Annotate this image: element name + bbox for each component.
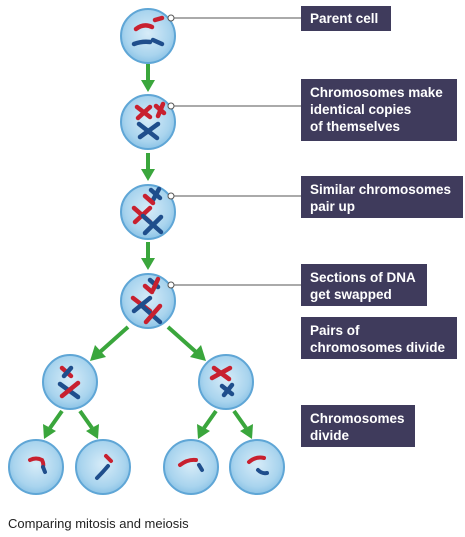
arrows (43, 64, 253, 439)
pointer-dot (167, 14, 175, 22)
chromosome-blue (142, 214, 164, 236)
chromosome-blue (61, 365, 74, 379)
cell-final-3 (163, 439, 219, 495)
chromosome-red (133, 23, 155, 32)
chromosome-blue (150, 186, 162, 203)
leader-lines (171, 17, 301, 286)
label-pair-up: Similar chromosomes pair up (301, 176, 463, 218)
chromosome-red (247, 455, 266, 464)
chromosome-red (211, 365, 232, 382)
label-chromosomes-divide: Chromosomes divide (301, 405, 415, 447)
chromosome-blue (137, 121, 161, 140)
arrow-leaf-1 (43, 409, 64, 439)
chromosome-blue (256, 468, 269, 476)
chromosome-blue (131, 39, 153, 47)
chromosome-blue (95, 464, 110, 480)
cell-pair-up (120, 184, 176, 240)
arrow-branch-left (90, 325, 130, 361)
cell-daughter-left (42, 354, 98, 410)
chromosome-red (104, 454, 113, 463)
chromosome-red (150, 276, 161, 293)
label-parent-cell: Parent cell (301, 6, 391, 31)
figure-caption: Comparing mitosis and meiosis (8, 516, 189, 531)
chromosome-red (59, 380, 81, 399)
label-pairs-divide: Pairs of chromosomes divide (301, 317, 457, 359)
cell-parent (120, 8, 176, 64)
chromosome-blue (221, 382, 235, 398)
arrow-leaf-2 (78, 409, 99, 439)
cell-daughter-right (198, 354, 254, 410)
label-identical-copies: Chromosomes make identical copies of the… (301, 79, 457, 141)
cell-final-4 (229, 439, 285, 495)
cell-copies (120, 94, 176, 150)
chromosome-red (142, 283, 155, 295)
chromosome-blue (197, 463, 204, 472)
chromosome-red (143, 303, 163, 325)
arrow-down-1 (141, 64, 155, 92)
cell-dna-swapped (120, 273, 176, 329)
chromosome-red (178, 457, 198, 467)
arrow-leaf-4 (232, 409, 253, 439)
chromosome-red (152, 15, 165, 23)
chromosome-red (155, 101, 166, 119)
chromosome-red (135, 104, 153, 121)
pointer-dot (167, 102, 175, 110)
arrow-down-3 (141, 242, 155, 270)
pointer-dot (167, 281, 175, 289)
label-dna-swapped: Sections of DNA get swapped (301, 264, 427, 306)
arrow-down-2 (141, 153, 155, 181)
chromosome-red (142, 193, 156, 206)
cell-final-1 (8, 439, 64, 495)
arrow-leaf-3 (197, 409, 218, 439)
chromosome-blue (41, 465, 47, 474)
cell-final-2 (75, 439, 131, 495)
chromosome-blue (150, 37, 165, 47)
pointer-dot (167, 192, 175, 200)
arrow-branch-right (166, 325, 206, 361)
